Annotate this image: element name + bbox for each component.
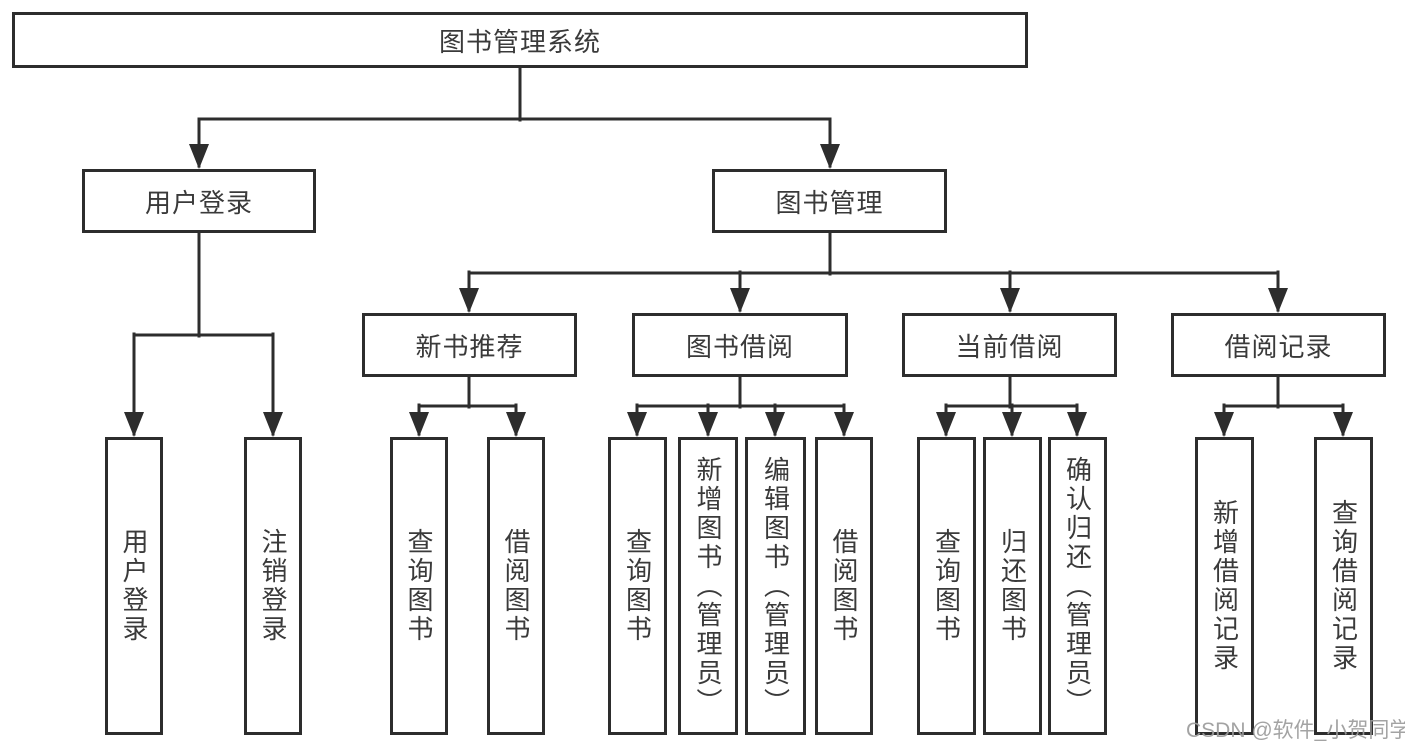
leaf-user-login: 用户登录 [105, 437, 163, 735]
arrowhead-icon [189, 144, 209, 169]
arrowhead-icon [506, 412, 526, 437]
leaf-query-books-current: 查询图书 [917, 437, 976, 735]
arrowhead-icon [1067, 412, 1087, 437]
node-current-borrow: 当前借阅 [902, 313, 1117, 377]
arrowhead-icon [1268, 288, 1288, 313]
arrowhead-icon [1002, 412, 1022, 437]
leaf-edit-books-admin: 编辑图书（管理员） [745, 437, 806, 735]
leaf-borrow-books-newbook: 借阅图书 [487, 437, 545, 735]
leaf-query-books-newbook: 查询图书 [390, 437, 448, 735]
leaf-return-books: 归还图书 [983, 437, 1042, 735]
arrowhead-icon [409, 412, 429, 437]
leaf-add-books-admin: 新增图书（管理员） [678, 437, 738, 735]
node-library-system: 图书管理系统 [12, 12, 1028, 68]
arrowhead-icon [698, 412, 718, 437]
arrowhead-icon [1000, 288, 1020, 313]
leaf-logout: 注销登录 [244, 437, 302, 735]
arrowhead-icon [1333, 412, 1353, 437]
arrowhead-icon [936, 412, 956, 437]
node-new-book-recommend: 新书推荐 [362, 313, 577, 377]
leaf-confirm-return-admin: 确认归还（管理员） [1048, 437, 1107, 735]
node-book-management: 图书管理 [712, 169, 947, 233]
leaf-query-borrow-record: 查询借阅记录 [1314, 437, 1373, 735]
arrowhead-icon [1214, 412, 1234, 437]
arrowhead-icon [627, 412, 647, 437]
leaf-query-books-borrow: 查询图书 [608, 437, 667, 735]
arrowhead-icon [820, 144, 840, 169]
node-book-borrow: 图书借阅 [632, 313, 848, 377]
csdn-watermark: CSDN @软件_小贺同学 [1186, 719, 1405, 742]
leaf-add-borrow-record: 新增借阅记录 [1195, 437, 1254, 735]
node-user-login: 用户登录 [82, 169, 316, 233]
arrowhead-icon [765, 412, 785, 437]
arrowhead-icon [263, 412, 283, 437]
arrowhead-icon [834, 412, 854, 437]
arrowhead-icon [459, 288, 479, 313]
leaf-borrow-books-borrow: 借阅图书 [815, 437, 873, 735]
arrowhead-icon [730, 288, 750, 313]
node-borrow-records: 借阅记录 [1171, 313, 1386, 377]
arrowhead-icon [124, 412, 144, 437]
